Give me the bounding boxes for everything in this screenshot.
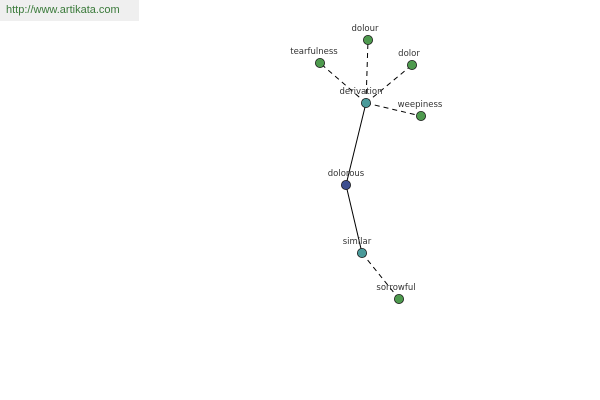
nodes-group: dolorous derivation similar dolour tearfulne… bbox=[290, 24, 443, 304]
node-dot-dolour[interactable] bbox=[362, 35, 373, 46]
edge-dolorous-derivation bbox=[345, 102, 367, 186]
node-label-weepiness: weepiness bbox=[398, 100, 443, 110]
edges-group bbox=[319, 39, 422, 300]
node-dolorous[interactable]: dolorous bbox=[328, 169, 365, 190]
node-label-dolor: dolor bbox=[398, 49, 420, 59]
node-tearfulness[interactable]: tearfulness bbox=[290, 47, 338, 69]
node-label-derivation: derivation bbox=[339, 87, 382, 97]
node-weepiness[interactable]: weepiness bbox=[398, 100, 443, 122]
node-label-dolorous: dolorous bbox=[328, 169, 365, 179]
edge-derivation-dolour bbox=[365, 39, 369, 104]
edge-derivation-weepiness bbox=[365, 102, 422, 117]
node-label-similar: similar bbox=[343, 237, 372, 247]
node-sorrowful[interactable]: sorrowful bbox=[376, 283, 416, 304]
node-dot-tearfulness[interactable] bbox=[314, 58, 325, 69]
source-link[interactable]: http://www.artikata.com bbox=[0, 0, 139, 21]
node-dot-derivation[interactable] bbox=[360, 98, 371, 109]
node-similar[interactable]: similar bbox=[343, 237, 372, 258]
node-dot-similar[interactable] bbox=[356, 247, 367, 258]
node-dot-weepiness[interactable] bbox=[415, 111, 426, 122]
edge-similar-sorrowful bbox=[361, 252, 400, 300]
node-label-tearfulness: tearfulness bbox=[290, 47, 338, 57]
edge-derivation-dolor bbox=[365, 64, 413, 104]
node-derivation[interactable]: derivation bbox=[339, 87, 383, 109]
node-dot-dolor[interactable] bbox=[406, 60, 417, 71]
node-dot-dolorous[interactable] bbox=[340, 179, 351, 190]
node-dolour[interactable]: dolour bbox=[351, 24, 379, 46]
edge-dolorous-similar bbox=[345, 184, 363, 254]
node-dolor[interactable]: dolor bbox=[398, 49, 420, 71]
edge-derivation-tearfulness bbox=[319, 62, 367, 104]
node-label-sorrowful: sorrowful bbox=[376, 283, 415, 293]
node-label-dolour: dolour bbox=[351, 24, 379, 34]
node-dot-sorrowful[interactable] bbox=[393, 293, 404, 304]
